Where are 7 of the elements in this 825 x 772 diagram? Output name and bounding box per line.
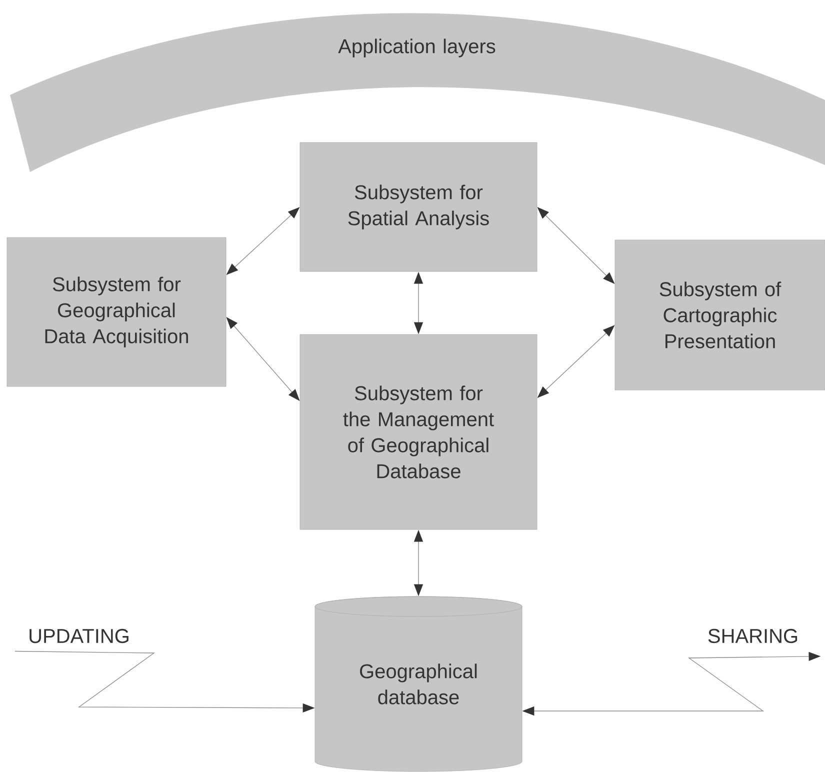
database-cylinder: Geographical database: [314, 596, 522, 772]
subsystem-box: Subsystem for Geographical Data Acquisition: [6, 237, 226, 387]
subsystem-box: Subsystem for Spatial Analysis: [300, 142, 538, 272]
flow-label: UPDATING: [30, 628, 128, 644]
subsystem-box: Subsystem of Cartographic Presentation: [614, 240, 825, 390]
subsystem-box: Subsystem for the Management of Geographical Database: [300, 334, 538, 530]
flow-label: SHARING: [708, 628, 798, 644]
